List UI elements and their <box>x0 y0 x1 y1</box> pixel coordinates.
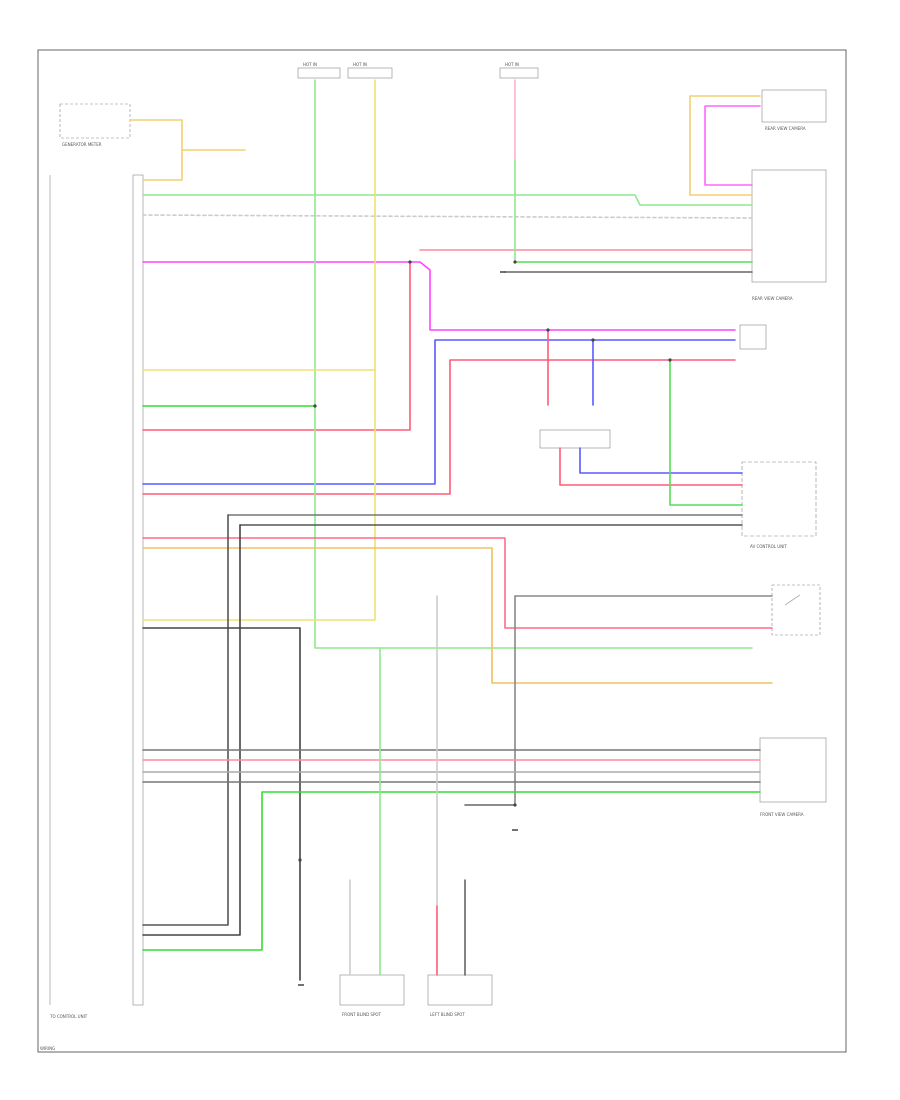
wire-junction-out-blue <box>579 447 743 474</box>
main-unit-label: TO CONTROL UNIT <box>49 1014 88 1019</box>
rear-camera-upper-box: REAR VIEW CAMERA <box>751 89 827 283</box>
main-control-unit: TO CONTROL UNIT <box>49 174 144 1019</box>
junction-dot <box>408 260 412 264</box>
junction-dot <box>546 328 550 332</box>
junction-dot <box>513 803 517 807</box>
bottom-left-label: FRONT BLIND SPOT <box>342 1012 382 1017</box>
wire-dark-left-1 <box>142 514 229 926</box>
junction-dot <box>513 260 517 264</box>
wire-red-2 <box>142 359 736 495</box>
switch-symbol <box>771 584 821 636</box>
bottom-right-label: LEFT BLIND SPOT <box>430 1012 465 1017</box>
wire-magenta <box>142 261 736 331</box>
wire-generator <box>129 119 246 151</box>
svg-text:HOT IN: HOT IN <box>505 62 519 67</box>
wire-gray-1 <box>142 214 753 219</box>
junction-dot <box>313 404 317 408</box>
wire-orange-switch <box>142 547 773 684</box>
wire-camera-magenta <box>704 105 761 186</box>
wire-camera-yellow <box>689 95 761 196</box>
footer-label: WIRING <box>40 1046 55 1051</box>
junction-dot <box>298 858 302 862</box>
junction-dot <box>668 358 672 362</box>
diagram-border <box>37 49 847 1053</box>
bottom-left-sensor: FRONT BLIND SPOT <box>339 974 405 1017</box>
wire-bottom-green <box>142 791 761 951</box>
wire-green-vertical <box>314 79 753 649</box>
wire-yellow-vertical-2 <box>142 369 376 621</box>
nav-control-unit-box: AV CONTROL UNIT <box>741 461 817 549</box>
nav-control-unit-label: AV CONTROL UNIT <box>750 544 787 549</box>
wire-junction-out-red <box>559 447 743 486</box>
junction-dot <box>591 338 595 342</box>
rear-camera-upper-label: REAR VIEW CAMERA <box>765 126 806 131</box>
fuse-box-3: HOT IN <box>499 62 539 79</box>
front-camera-box: FRONT VIEW CAMERA <box>759 737 827 817</box>
wire-nav-green <box>669 359 743 506</box>
svg-text:HOT IN: HOT IN <box>303 62 317 67</box>
wire-red <box>142 261 411 431</box>
wire-yellow-vertical <box>142 79 376 371</box>
fuse-box-1: HOT IN <box>297 62 341 79</box>
wire-generator-2 <box>142 149 183 181</box>
svg-text:HOT IN: HOT IN <box>353 62 367 67</box>
rear-camera-mid-label: REAR VIEW CAMERA <box>752 296 793 301</box>
generator-meter-box: GENERATOR METER <box>59 103 131 147</box>
junction-unit-box <box>539 429 611 449</box>
bottom-right-sensor: LEFT BLIND SPOT <box>427 974 493 1017</box>
rear-camera-mid: REAR VIEW CAMERA <box>739 296 793 350</box>
fuse-box-2: HOT IN <box>347 62 393 79</box>
generator-meter-label: GENERATOR METER <box>62 142 102 147</box>
wire-blue <box>142 339 736 485</box>
wire-red-switch <box>142 537 773 629</box>
wire-dark-left-3 <box>142 627 301 981</box>
wire-green-top <box>142 194 753 206</box>
wire-dark-left-2 <box>142 524 241 936</box>
front-camera-label: FRONT VIEW CAMERA <box>760 812 804 817</box>
